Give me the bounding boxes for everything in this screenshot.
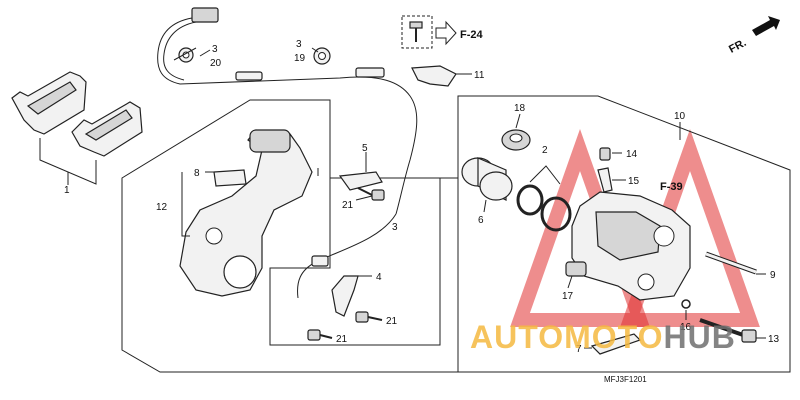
callout-21-lower: 21 bbox=[336, 334, 348, 345]
callout-19: 19 bbox=[294, 53, 306, 64]
bolt-21-middle bbox=[355, 311, 383, 323]
bleeder-14 bbox=[599, 147, 611, 161]
callout-9: 9 bbox=[770, 270, 776, 281]
stay-5 bbox=[338, 171, 383, 191]
callout-17: 17 bbox=[562, 291, 574, 302]
diagram-code: MFJ3F1201 bbox=[604, 375, 647, 384]
pad-spring-8 bbox=[213, 169, 247, 187]
leader-2 bbox=[529, 165, 561, 185]
callout-20: 20 bbox=[210, 58, 222, 69]
watermark-part2: HUB bbox=[663, 319, 735, 355]
front-label: FR. bbox=[727, 37, 748, 56]
bleeder-15 bbox=[597, 167, 613, 193]
brake-pads bbox=[11, 71, 143, 157]
callout-1: 1 bbox=[64, 185, 70, 196]
leader-12 bbox=[181, 172, 190, 237]
pin-bolt-13 bbox=[699, 318, 757, 343]
leader-18 bbox=[515, 113, 521, 129]
callout-3-upper-mid: 3 bbox=[296, 39, 302, 50]
screw-icon bbox=[409, 21, 423, 42]
pin-9 bbox=[705, 251, 757, 275]
callout-11: 11 bbox=[474, 70, 485, 81]
arrow-right-icon bbox=[435, 20, 457, 46]
caliper-bracket bbox=[179, 129, 313, 297]
callout-8: 8 bbox=[194, 168, 200, 179]
sensor-stay-4 bbox=[331, 275, 359, 317]
caliper-body bbox=[565, 191, 691, 301]
leader-6 bbox=[483, 199, 487, 213]
sensor-bracket-box bbox=[269, 177, 441, 346]
reference-f24: F-24 bbox=[460, 29, 484, 41]
callout-21-upper: 21 bbox=[342, 200, 354, 211]
callout-16: 16 bbox=[680, 322, 692, 333]
leader-3b bbox=[311, 47, 319, 53]
watermark-part1: AUTOMOTO bbox=[470, 319, 663, 355]
seals-2 bbox=[516, 184, 572, 232]
callout-21-middle: 21 bbox=[386, 316, 398, 327]
pad-retainer-7 bbox=[590, 333, 642, 355]
callout-7: 7 bbox=[576, 344, 582, 355]
leader-21a bbox=[355, 195, 373, 201]
leader-17 bbox=[567, 275, 573, 289]
callout-18: 18 bbox=[514, 103, 526, 114]
callout-10: 10 bbox=[674, 111, 686, 122]
piston-6 bbox=[461, 157, 513, 201]
callout-3-lower: 3 bbox=[392, 222, 398, 233]
callout-12: 12 bbox=[156, 202, 168, 213]
callout-13: 13 bbox=[768, 334, 780, 345]
watermark-text: AUTOMOTOHUB bbox=[470, 319, 736, 355]
reference-f39: F-39 bbox=[660, 181, 683, 193]
f24-dashed-box bbox=[401, 15, 433, 49]
washer-16 bbox=[681, 299, 691, 309]
leader-3a bbox=[199, 49, 211, 57]
callout-6: 6 bbox=[478, 215, 484, 226]
callout-14: 14 bbox=[626, 149, 638, 160]
callout-3-upper-left: 3 bbox=[212, 44, 218, 55]
bolt-21-lower bbox=[307, 329, 333, 341]
front-arrow-icon bbox=[752, 16, 780, 36]
clip-11 bbox=[411, 65, 457, 87]
callout-5: 5 bbox=[362, 143, 368, 154]
sensor-harness bbox=[157, 7, 418, 299]
bolt-21-upper bbox=[357, 187, 385, 201]
callout-4: 4 bbox=[376, 272, 382, 283]
callout-2: 2 bbox=[542, 145, 548, 156]
clamp-20 bbox=[173, 47, 197, 63]
boot-18 bbox=[501, 129, 531, 151]
callout-15: 15 bbox=[628, 176, 640, 187]
bracket-assembly-box bbox=[121, 99, 459, 373]
